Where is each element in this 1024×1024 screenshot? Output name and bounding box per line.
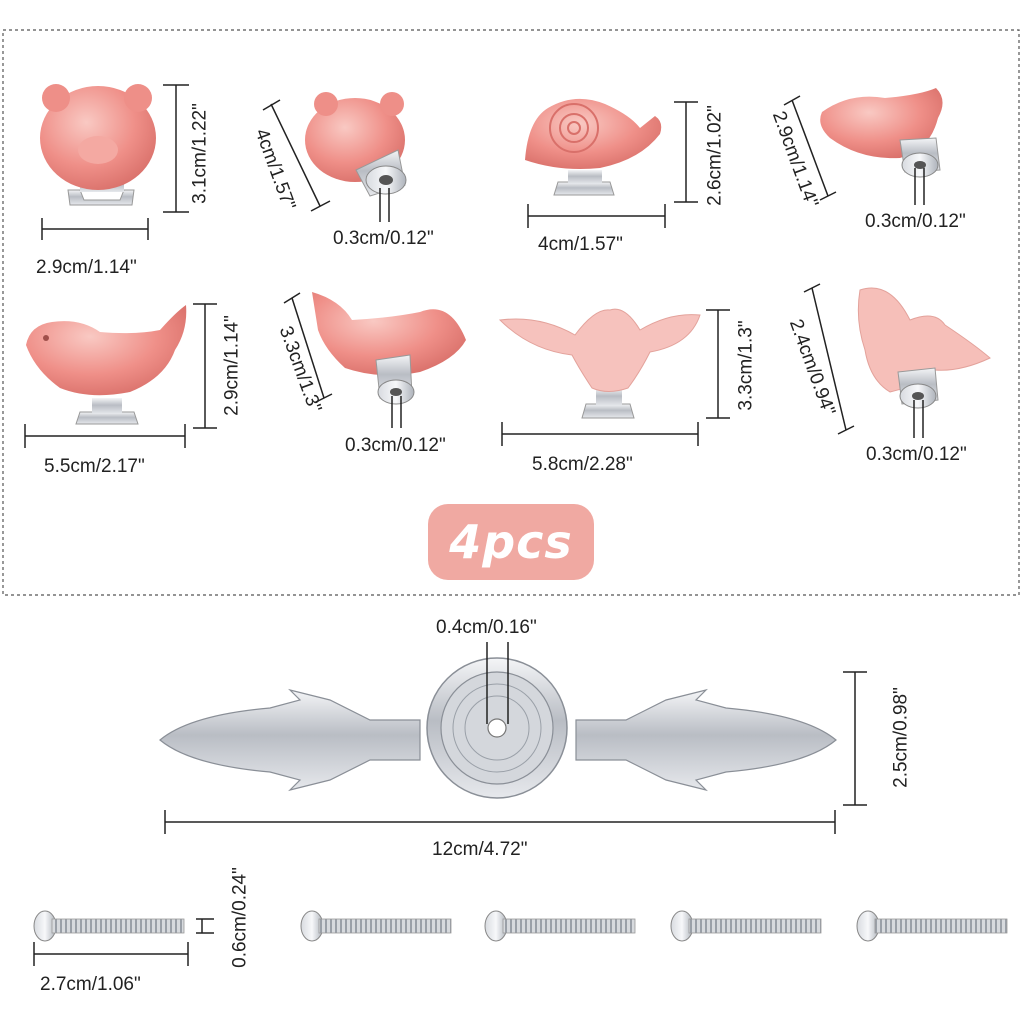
quantity-badge: 4pcs [428, 504, 594, 580]
quantity-badge-label: 4pcs [449, 515, 573, 569]
bird-height-label: 2.9cm/1.14" [221, 315, 243, 416]
eagle-knob-front [498, 308, 701, 419]
snail-hole-label: 0.3cm/0.12" [865, 211, 966, 232]
screw-length-label: 2.7cm/1.06" [40, 974, 141, 995]
eagle-dimension-lines [501, 309, 730, 446]
eagle-width-label: 5.8cm/2.28" [532, 454, 633, 475]
bear-dimension-lines [41, 84, 189, 240]
snail-width-label: 4cm/1.57" [538, 234, 623, 255]
backplate-hole-label: 0.4cm/0.16" [436, 617, 537, 638]
bird-dimension-lines [24, 303, 217, 448]
screw-diameter-label: 0.6cm/0.24" [229, 867, 251, 968]
bear-knob-front [40, 84, 156, 206]
bear-width-label: 2.9cm/1.14" [36, 257, 137, 278]
eagle-hole-label: 0.3cm/0.12" [866, 444, 967, 465]
screw-3 [484, 910, 636, 942]
dashed-border [2, 29, 1020, 596]
screw-1 [33, 910, 185, 942]
eagle-knob-side [857, 287, 991, 409]
bear-height-label: 3.1cm/1.22" [189, 103, 211, 204]
screw-4 [670, 910, 822, 942]
bear-hole-label: 0.3cm/0.12" [333, 228, 434, 249]
screw-5 [856, 910, 1008, 942]
screw-2 [300, 910, 452, 942]
bird-knob-front [26, 305, 187, 425]
snail-side-dimension-lines [783, 95, 925, 205]
bird-hole-label: 0.3cm/0.12" [345, 435, 446, 456]
bird-width-label: 5.5cm/2.17" [44, 456, 145, 477]
eagle-side-dimension-lines [803, 283, 924, 438]
bear-side-dimension-lines [262, 99, 390, 222]
bird-knob-side [312, 292, 466, 405]
bird-side-dimension-lines [283, 292, 402, 428]
backplate [159, 657, 837, 799]
eagle-height-label: 3.3cm/1.3" [735, 320, 757, 411]
backplate-width-label: 12cm/4.72" [432, 839, 528, 860]
bear-knob-side [305, 92, 407, 197]
screw-dimension-lines [33, 918, 214, 966]
snail-knob-side [820, 88, 943, 178]
snail-height-label: 2.6cm/1.02" [704, 105, 726, 206]
backplate-height-label: 2.5cm/0.98" [890, 687, 912, 788]
snail-dimension-lines [527, 101, 698, 228]
backplate-dimension-lines [164, 642, 867, 834]
snail-knob-front [525, 98, 662, 196]
